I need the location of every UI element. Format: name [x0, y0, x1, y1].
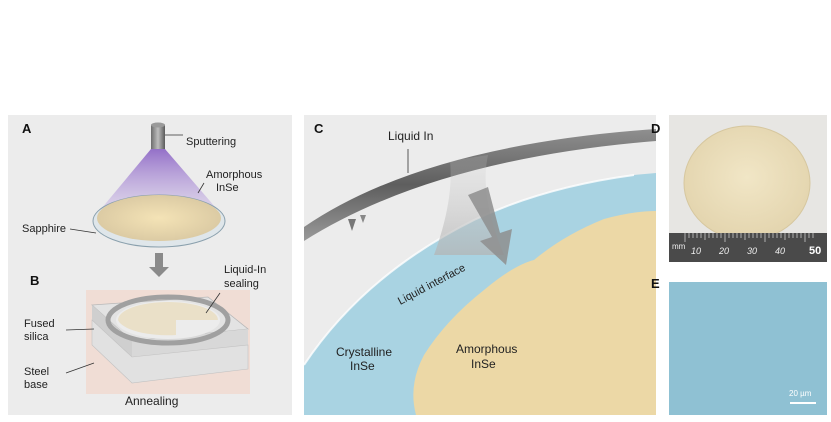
- label-sputtering: Sputtering: [186, 136, 237, 148]
- ruler-tick-20: 20: [719, 246, 730, 256]
- label-annealing: Annealing: [125, 394, 179, 408]
- label-liquid-in-1: Liquid-In: [224, 264, 267, 276]
- label-crystalline-2: InSe: [350, 359, 375, 373]
- panel-label-e: E: [651, 276, 660, 291]
- wafer-disk: [683, 125, 811, 241]
- inner-wafer: [118, 302, 218, 336]
- panel-ab: A Sputtering Amorphous InSe Sapphire B L…: [8, 115, 292, 415]
- label-liquid-in-2: sealing: [224, 278, 259, 290]
- panel-e-micrograph: 20 µm: [669, 282, 827, 415]
- label-amorphous-c-2: InSe: [471, 357, 496, 371]
- scale-bar: [790, 402, 816, 404]
- liquid-in-ring: [105, 294, 231, 346]
- panel-label-c: C: [314, 121, 324, 136]
- label-fused-2: silica: [24, 331, 49, 343]
- liquid-drip: [434, 155, 504, 255]
- label-sapphire: Sapphire: [22, 223, 67, 235]
- label-steel-1: Steel: [24, 366, 50, 378]
- wafer-photo: [669, 125, 827, 262]
- label-amorphous-a-1: Amorphous: [206, 169, 263, 181]
- sputter-target: [151, 125, 165, 149]
- ruler-tick-50: 50: [809, 245, 822, 257]
- label-liquid-in: Liquid In: [388, 129, 434, 143]
- ruler-unit: mm: [672, 242, 686, 251]
- steel-base: [91, 319, 249, 384]
- panel-ab-illustration: [65, 122, 250, 394]
- panel-label-a: A: [22, 121, 32, 136]
- flow-arrow: [468, 187, 512, 265]
- ruler-tick-40: 40: [775, 246, 786, 256]
- ruler-tick-30: 30: [747, 246, 758, 256]
- ruler-tick-10: 10: [691, 246, 702, 256]
- panel-label-b: B: [30, 273, 40, 288]
- scale-bar-label: 20 µm: [789, 389, 812, 398]
- label-crystalline-1: Crystalline: [336, 345, 393, 359]
- panel-d-photo: mm 10 20 30 40 50: [669, 115, 827, 262]
- amorphous-region: [413, 211, 656, 415]
- panel-label-d: D: [651, 121, 661, 136]
- label-steel-2: base: [24, 379, 48, 391]
- label-amorphous-a-2: InSe: [216, 182, 239, 194]
- label-fused-1: Fused: [24, 318, 55, 330]
- label-amorphous-c-1: Amorphous: [456, 342, 518, 356]
- panel-c: C Liquid In Liquid interface Crystalline…: [304, 115, 656, 415]
- process-arrow: [149, 253, 169, 277]
- amorphous-film: [97, 195, 221, 241]
- panel-c-illustration: [304, 129, 656, 415]
- liquid-in-tube: [304, 129, 656, 241]
